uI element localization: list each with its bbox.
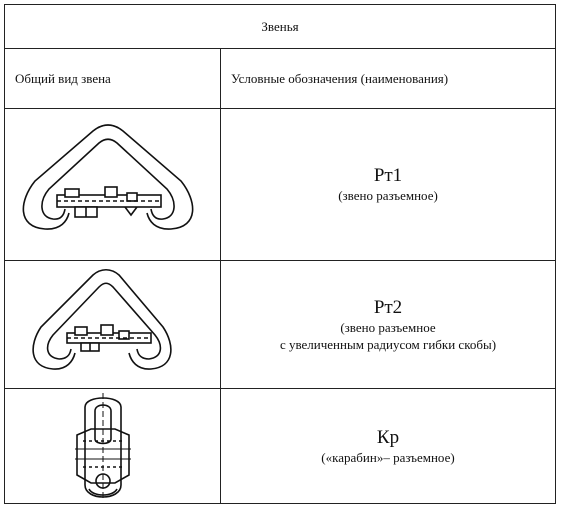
link-name: («карабин»– разъемное) xyxy=(321,450,455,465)
header-designation: Условные обозначения (наименования) xyxy=(231,71,449,86)
link-code: Рт1 xyxy=(373,165,403,186)
link-rt1-drawing xyxy=(5,109,220,260)
link-rt2-drawing xyxy=(5,261,220,388)
table-row: Рт2 (звено разъемное с увеличенным радиу… xyxy=(5,261,555,389)
designation-cell: Рт1 (звено разъемное) xyxy=(221,109,555,260)
link-code: Рт2 xyxy=(373,296,403,318)
link-kr-drawing xyxy=(5,389,220,504)
table-title: Звенья xyxy=(5,5,555,49)
designation-cell: Кр («карабин»– разъемное) xyxy=(221,389,555,504)
designation-cell: Рт2 (звено разъемное с увеличенным радиу… xyxy=(221,261,555,388)
table-row: Кр («карабин»– разъемное) xyxy=(5,389,555,504)
link-code: Кр xyxy=(376,427,400,448)
link-name: (звено разъемное) xyxy=(338,188,438,203)
link-name: (звено разъемное с увеличенным радиусом … xyxy=(279,319,497,352)
header-general-view: Общий вид звена xyxy=(15,71,111,86)
column-divider xyxy=(220,49,221,504)
table-row: Рт1 (звено разъемное) xyxy=(5,109,555,261)
links-table: Звенья Общий вид звена Условные обозначе… xyxy=(4,4,556,504)
table-header-row: Общий вид звена Условные обозначения (на… xyxy=(5,49,555,109)
